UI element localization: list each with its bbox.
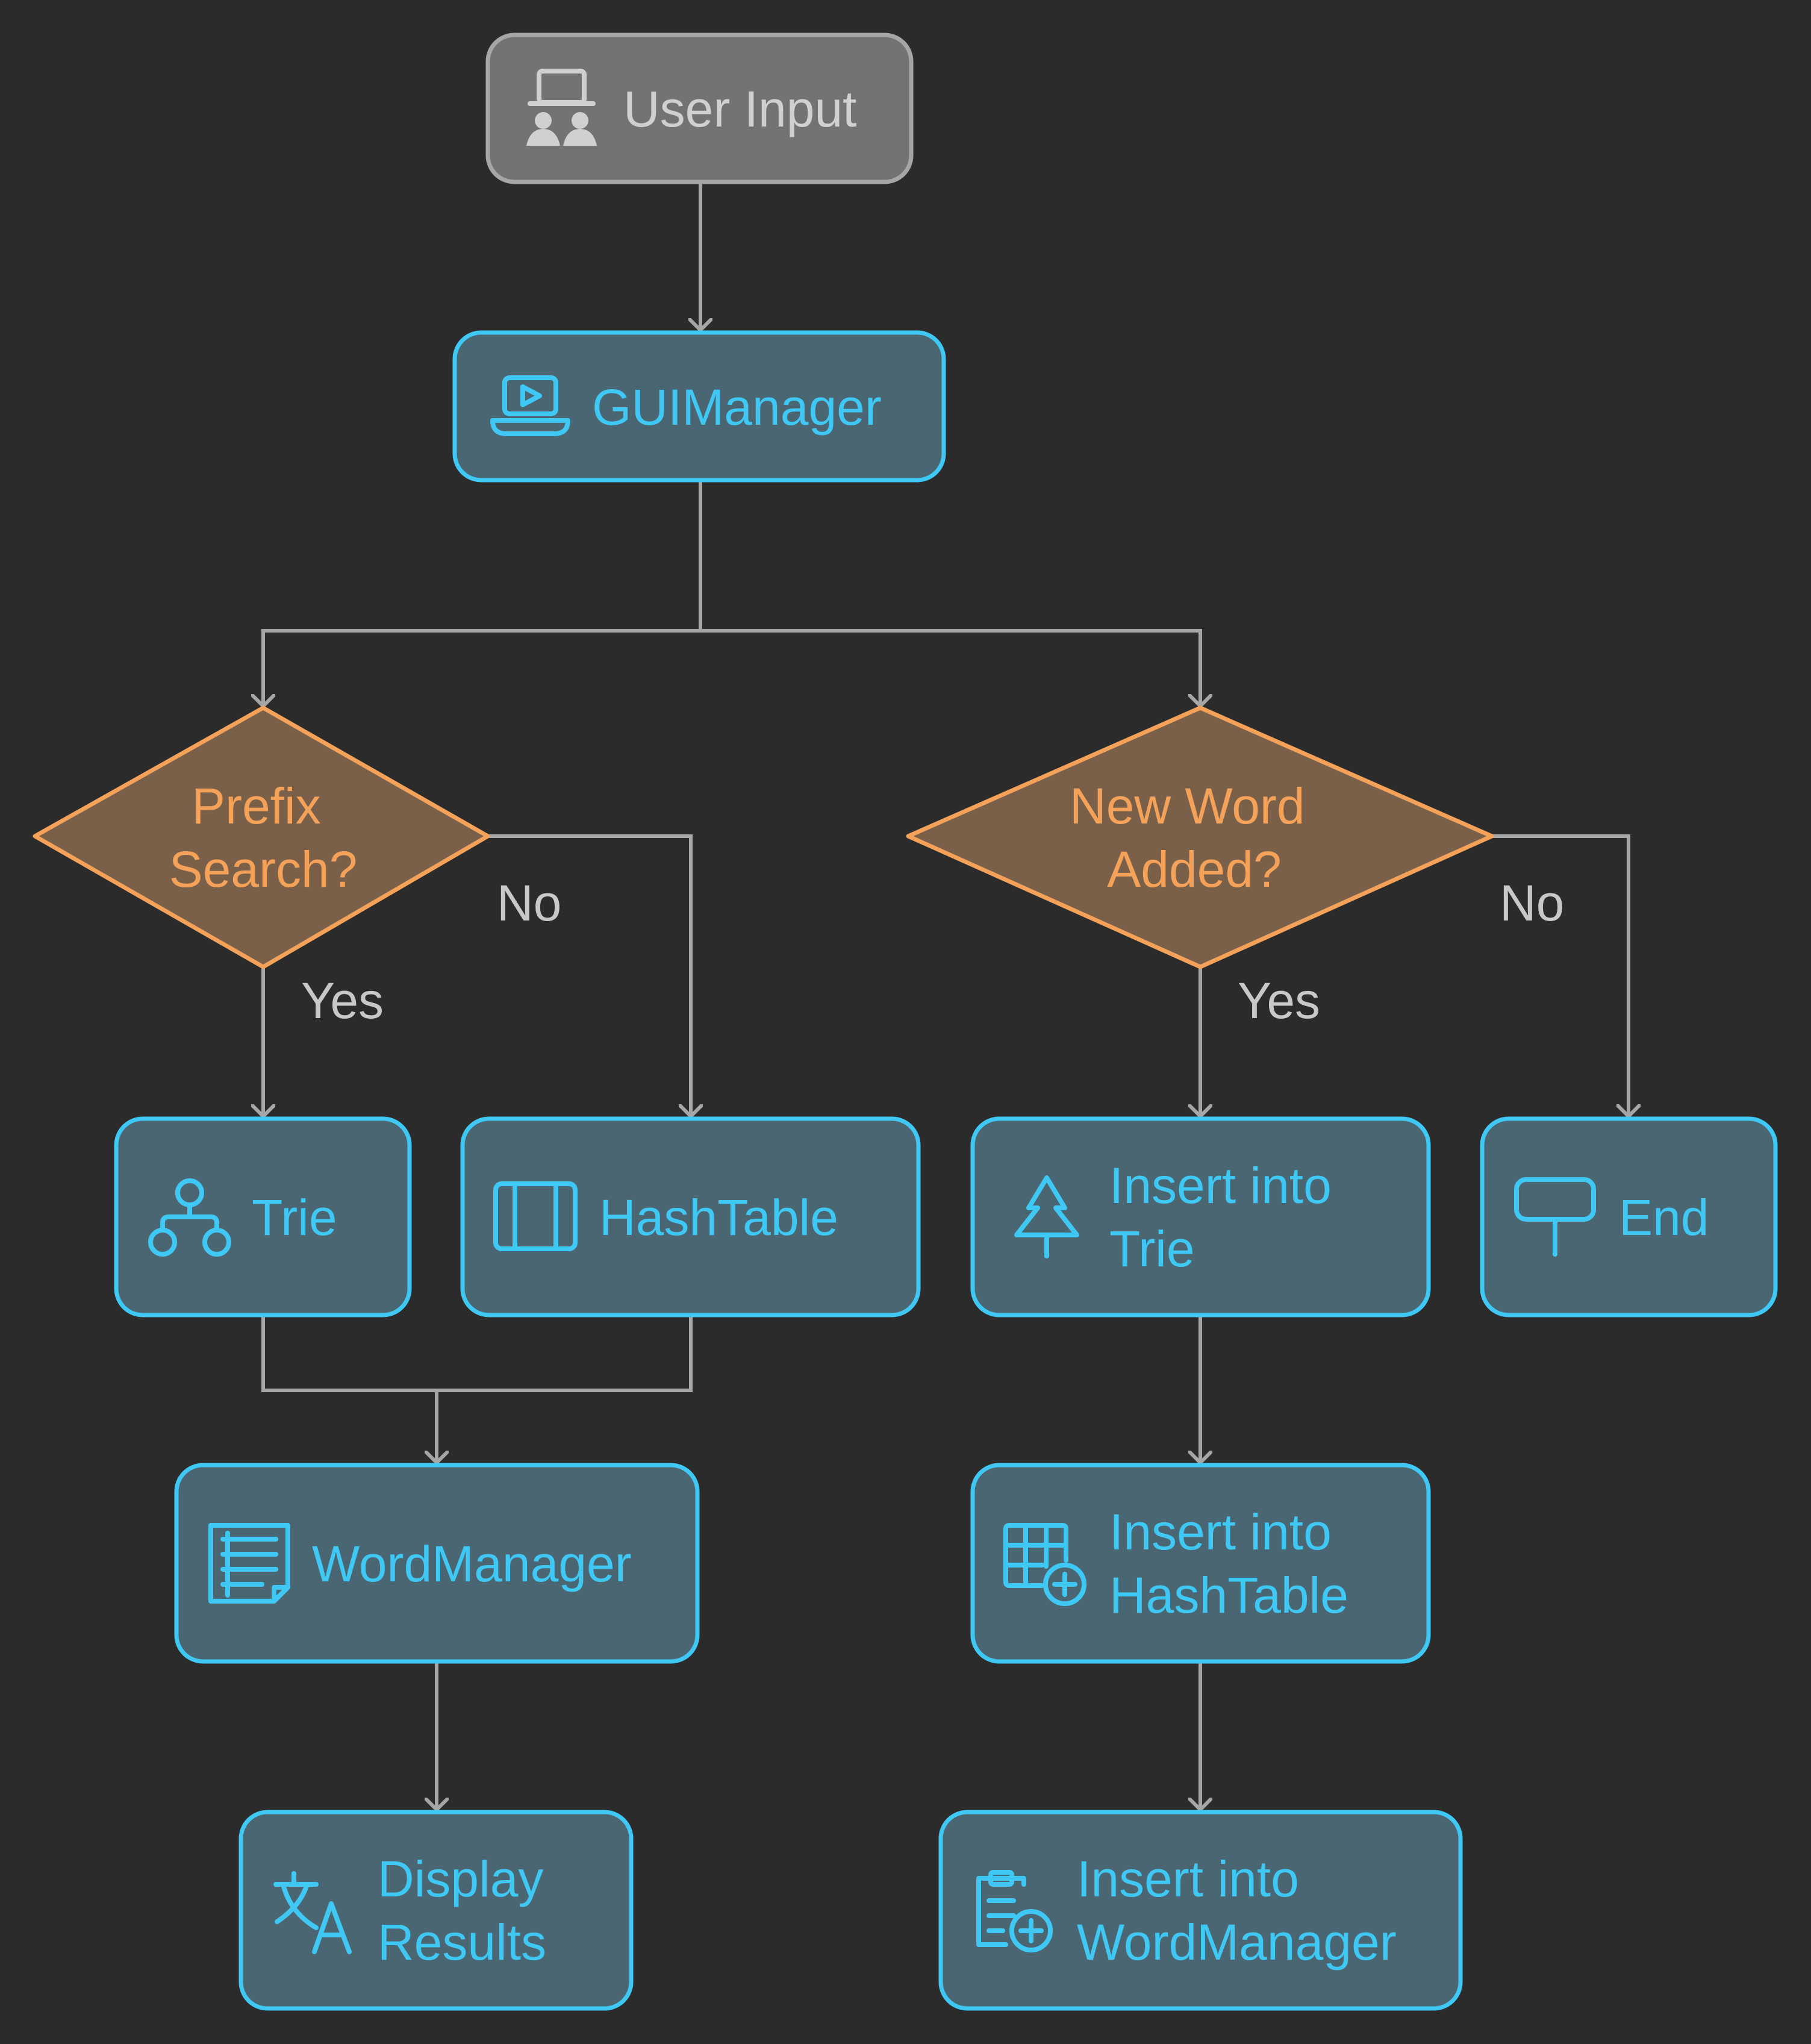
edge-label-prefix-no: No	[497, 875, 561, 931]
edge-trie-wordmanager	[261, 1315, 437, 1463]
edge-label-prefix-yes: Yes	[301, 972, 384, 1029]
edge-gui-prefix	[263, 480, 702, 706]
edge-hashtable-wordmanager	[437, 1315, 693, 1392]
laptop-play-icon	[490, 375, 570, 436]
svg-text:Insert into WordManager: Insert into WordManager	[1077, 1851, 1397, 1971]
signpost-icon	[1514, 1177, 1596, 1257]
node-trie-line-1: Trie	[252, 1189, 337, 1246]
node-prefix-search-line-1: Prefix	[192, 778, 321, 834]
node-insert-wordmanager-line-1: Insert into	[1077, 1851, 1299, 1907]
svg-text:Trie: Trie	[252, 1189, 337, 1246]
svg-text:New Word Added?: New Word Added?	[1070, 778, 1319, 898]
node-user-input[interactable]: User Input	[485, 33, 914, 184]
tree-nodes-icon	[148, 1178, 231, 1257]
node-insert-hashtable-line-2: HashTable	[1109, 1567, 1348, 1624]
svg-text:HashTable: HashTable	[599, 1189, 838, 1246]
node-word-manager[interactable]: WordManager	[174, 1463, 700, 1664]
node-prefix-search-line-2: Search?	[169, 841, 358, 898]
edge-newword-end	[1492, 834, 1629, 1116]
pine-tree-icon	[1014, 1175, 1079, 1258]
node-prefix-search[interactable]: Prefix Search?	[33, 705, 490, 969]
node-insert-trie-line-1: Insert into	[1109, 1157, 1332, 1214]
grid-plus-icon	[1003, 1523, 1086, 1606]
node-insert-wordmanager[interactable]: Insert into WordManager	[938, 1810, 1463, 2011]
node-new-word-added-line-2: Added?	[1107, 841, 1282, 898]
svg-text:End: End	[1619, 1189, 1709, 1246]
svg-text:WordManager: WordManager	[312, 1536, 632, 1592]
edge-prefix-hashtable	[488, 834, 691, 1116]
node-end-line-1: End	[1619, 1189, 1709, 1246]
edges	[263, 182, 1629, 1810]
node-gui-manager-line-1: GUIManager	[592, 379, 882, 436]
svg-text:Insert into HashTable: Insert into HashTable	[1109, 1504, 1348, 1624]
node-new-word-added-line-1: New Word	[1070, 778, 1305, 834]
node-insert-trie[interactable]: Insert into Trie	[970, 1116, 1431, 1317]
node-insert-hashtable-line-1: Insert into	[1109, 1504, 1332, 1560]
node-hashtable[interactable]: HashTable	[460, 1116, 921, 1317]
edge-gui-newword	[700, 629, 1200, 706]
node-trie[interactable]: Trie	[114, 1116, 412, 1317]
translate-icon	[273, 1871, 352, 1954]
node-word-manager-line-1: WordManager	[312, 1536, 632, 1592]
node-new-word-added[interactable]: New Word Added?	[906, 705, 1494, 969]
clipboard-plus-icon	[976, 1870, 1053, 1952]
node-end[interactable]: End	[1480, 1116, 1778, 1317]
svg-text:User Input: User Input	[623, 81, 857, 137]
edge-label-newword-yes: Yes	[1238, 972, 1320, 1029]
node-display-results-line-2: Results	[378, 1914, 546, 1971]
edge-label-newword-no: No	[1500, 875, 1564, 931]
node-display-results[interactable]: Display Results	[238, 1810, 634, 2011]
node-gui-manager[interactable]: GUIManager	[452, 330, 946, 483]
node-user-input-line-1: User Input	[623, 81, 857, 137]
laptop-users-icon	[526, 69, 597, 146]
columns-icon	[493, 1181, 578, 1251]
svg-text:Display Results: Display Results	[378, 1851, 558, 1971]
node-insert-hashtable[interactable]: Insert into HashTable	[970, 1463, 1431, 1664]
node-insert-trie-line-2: Trie	[1109, 1220, 1195, 1277]
node-hashtable-line-1: HashTable	[599, 1189, 838, 1246]
svg-text:Insert into Trie: Insert into Trie	[1109, 1157, 1345, 1277]
notepad-icon	[208, 1523, 290, 1604]
svg-text:Prefix Search?: Prefix Search?	[169, 778, 358, 898]
node-insert-wordmanager-line-2: WordManager	[1077, 1914, 1397, 1971]
node-display-results-line-1: Display	[378, 1851, 543, 1907]
svg-text:GUIManager: GUIManager	[592, 379, 882, 436]
edge-labels: No Yes No Yes	[301, 875, 1564, 1029]
